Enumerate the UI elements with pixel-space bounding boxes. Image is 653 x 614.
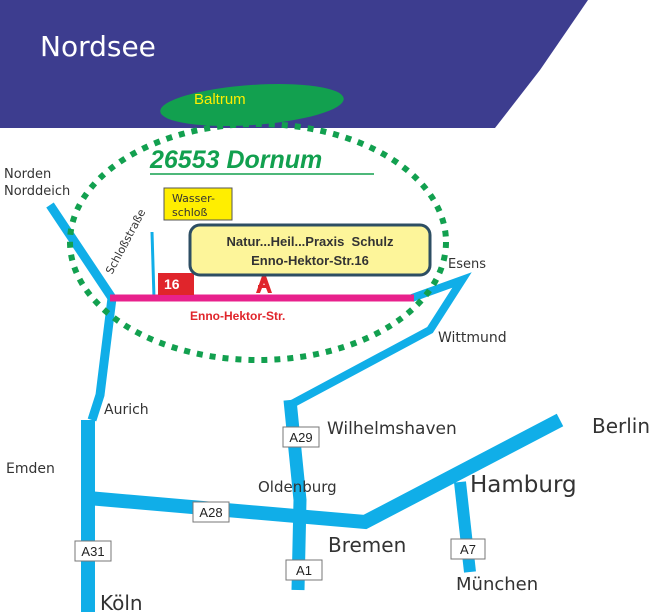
shield-a1: A1 <box>285 559 323 581</box>
svg-text:A28: A28 <box>199 505 222 520</box>
city-wittmund: Wittmund <box>438 330 507 346</box>
town-title: 26553 Dornum <box>149 146 322 174</box>
city-muenchen: München <box>456 574 538 595</box>
svg-text:A31: A31 <box>81 544 104 559</box>
city-aurich: Aurich <box>104 402 149 418</box>
house-number-box <box>158 273 194 295</box>
road-a28 <box>87 413 564 530</box>
svg-text:A29: A29 <box>289 430 312 445</box>
island-label: Baltrum <box>194 91 246 108</box>
shield-a28: A28 <box>192 501 230 523</box>
city-norden: Norden <box>4 167 51 182</box>
shield-a29: A29 <box>282 426 320 448</box>
city-emden: Emden <box>6 461 55 477</box>
road-norden <box>46 202 117 422</box>
house-number: 16 <box>164 276 180 292</box>
svg-text:A1: A1 <box>296 563 312 578</box>
practice-address: Enno-Hektor-Str.16 <box>251 253 369 268</box>
shield-a7: A7 <box>450 538 486 560</box>
city-bremen: Bremen <box>328 533 406 557</box>
side-street <box>150 231 156 299</box>
sea-label: Nordsee <box>40 30 156 63</box>
city-oldenburg: Oldenburg <box>258 478 337 496</box>
city-wilhelmshaven: Wilhelmshaven <box>327 419 457 439</box>
city-berlin: Berlin <box>592 414 650 438</box>
city-koeln: Köln <box>100 591 143 614</box>
practice-box <box>188 223 432 277</box>
city-hamburg: Hamburg <box>470 472 577 498</box>
city-esens: Esens <box>448 257 486 272</box>
city-norddeich: Norddeich <box>4 184 70 199</box>
landmark-line1: Wasser- <box>172 192 215 205</box>
practice-name: Natur...Heil...Praxis Schulz <box>227 234 394 249</box>
main-street-label: Enno-Hektor-Str. <box>190 309 285 323</box>
side-street-label: Schloßstraße <box>103 207 148 277</box>
shield-a31: A31 <box>74 540 112 562</box>
landmark-box <box>163 187 233 221</box>
island <box>160 84 344 126</box>
svg-text:A7: A7 <box>460 542 476 557</box>
dornum-area <box>67 121 449 363</box>
pharmacy-icon <box>256 276 272 293</box>
road-esens <box>288 272 472 409</box>
sea-area <box>0 0 588 128</box>
landmark-line2: schloß <box>172 206 208 219</box>
